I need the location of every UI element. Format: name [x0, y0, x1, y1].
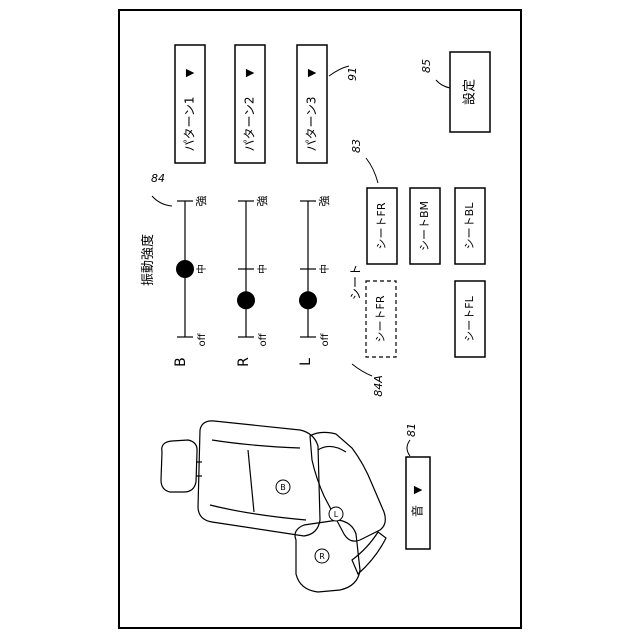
seat-button-bm[interactable]: シートBM [410, 188, 440, 264]
settings-label: 設定 [462, 79, 478, 105]
ref-84a-leader [352, 364, 372, 376]
ref-85: 85 [420, 59, 433, 73]
slider-l-min: off [320, 332, 331, 346]
seat-group-title: シート [349, 264, 363, 300]
settings-button[interactable]: 設定 [450, 52, 490, 132]
ref-84-leader [152, 196, 172, 206]
selected-seat-indicator[interactable]: シートFR [366, 281, 396, 357]
ref-84: 84 [151, 172, 165, 185]
marker-b-text: B [280, 483, 286, 492]
pattern-2-label: パターン2 [243, 96, 257, 151]
chevron-down-icon: ▼ [411, 485, 424, 494]
seat-markers: B L R [276, 480, 343, 563]
ref-84a: 84A [372, 375, 385, 397]
seat-button-fr[interactable]: シートFR [367, 188, 397, 264]
pattern-dropdown-3[interactable]: パターン3 ▼ [297, 45, 327, 163]
ref-91: 91 [346, 67, 359, 81]
pattern-dropdown-1[interactable]: パターン1 ▼ [175, 45, 205, 163]
slider-l-knob[interactable] [299, 291, 317, 309]
seat-button-bl[interactable]: シートBL [455, 188, 485, 264]
seat-fl-label: シートFL [463, 295, 476, 341]
chevron-down-icon: ▼ [183, 68, 196, 77]
slider-r-max: 強 [256, 196, 269, 207]
seat-illustration [161, 421, 386, 592]
marker-l-text: L [334, 510, 339, 519]
slider-r-knob[interactable] [237, 291, 255, 309]
seat-fr-label: シートFR [375, 202, 388, 249]
seat-backrest [198, 421, 320, 536]
slider-b[interactable]: B 強 中 off [173, 196, 208, 367]
slider-b-mid: 中 [195, 264, 208, 274]
chevron-down-icon: ▼ [243, 68, 256, 77]
slider-b-knob[interactable] [176, 260, 194, 278]
slider-b-min: off [197, 332, 208, 346]
slider-l[interactable]: L 強 中 off [298, 196, 331, 366]
vibration-title: 振動強度 [140, 234, 156, 286]
ref-81: 81 [405, 423, 418, 437]
ref-81-leader [407, 440, 410, 456]
slider-b-max: 強 [195, 196, 208, 207]
pattern-3-label: パターン3 [305, 96, 319, 151]
seat-button-fl[interactable]: シートFL [455, 281, 485, 357]
sound-dropdown[interactable]: 音 ▼ [406, 457, 430, 549]
slider-r-mid: 中 [256, 264, 269, 274]
ref-85-leader [436, 80, 450, 88]
selected-seat-label: シートFR [374, 295, 387, 342]
pattern-dropdown-2[interactable]: パターン2 ▼ [235, 45, 265, 163]
slider-r-label: R [236, 357, 252, 367]
slider-r[interactable]: R 強 中 off [236, 196, 269, 367]
slider-r-min: off [258, 332, 269, 346]
ref-83: 83 [350, 139, 363, 153]
pattern-1-label: パターン1 [183, 96, 197, 151]
seat-bl-label: シートBL [463, 202, 476, 250]
marker-r-text: R [319, 552, 325, 561]
sound-label: 音 [410, 505, 425, 517]
chevron-down-icon: ▼ [305, 68, 318, 77]
slider-l-max: 強 [318, 196, 331, 207]
seat-headrest [161, 440, 197, 492]
ref-83-leader [366, 158, 378, 183]
slider-l-label: L [298, 358, 314, 366]
slider-b-label: B [173, 357, 189, 367]
seat-bm-label: シートBM [418, 201, 431, 251]
slider-l-mid: 中 [318, 264, 331, 274]
